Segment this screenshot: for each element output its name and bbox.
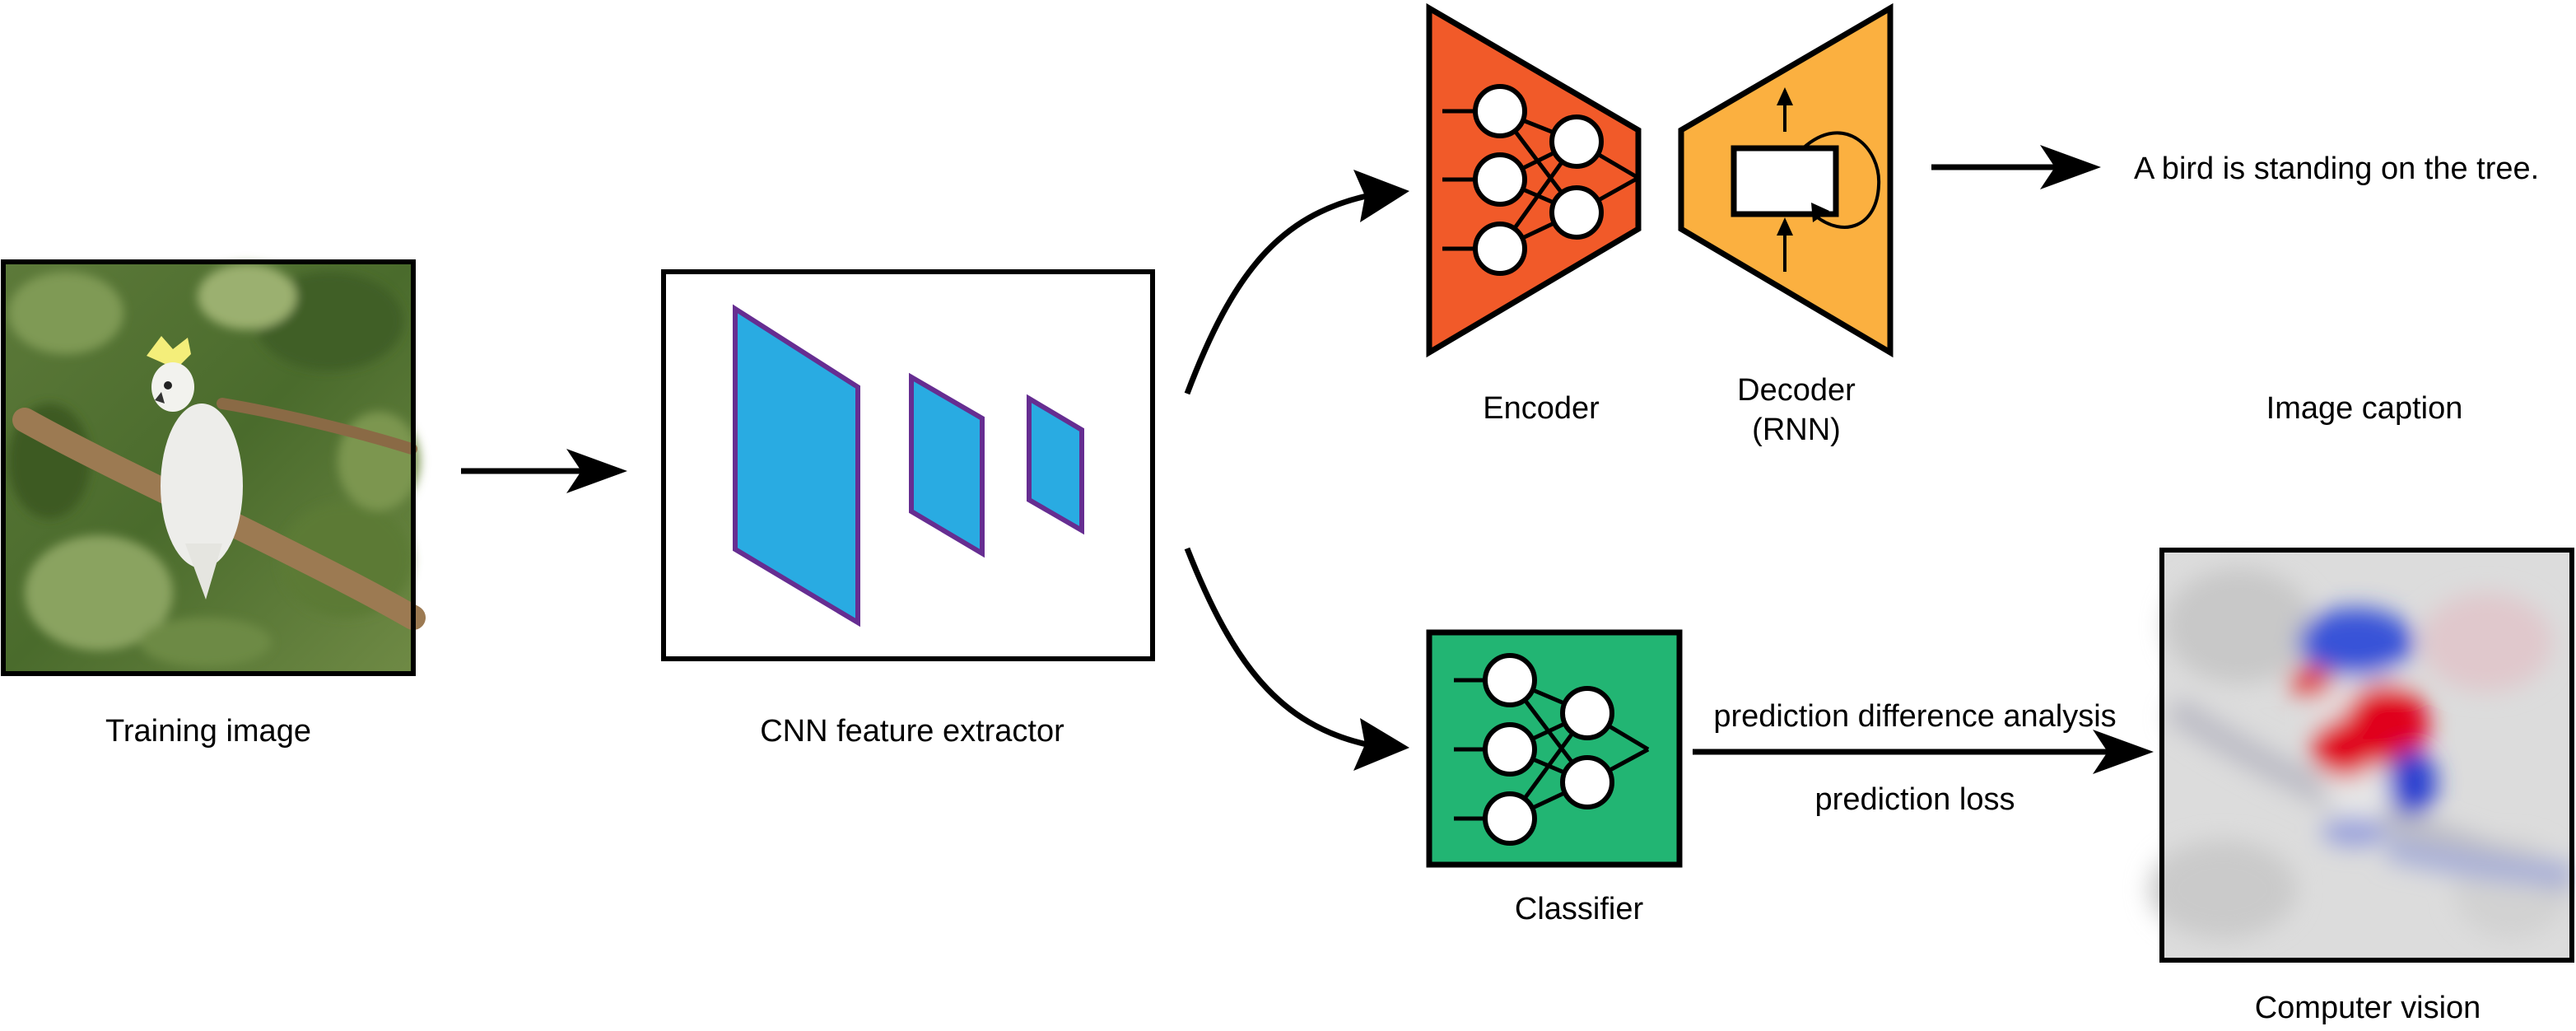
heatmap-image (2149, 548, 2576, 963)
image-caption-label: Image caption (2266, 391, 2463, 426)
arrow-image-to-cnn (461, 449, 627, 493)
computer-vision-label: Computer vision (2255, 991, 2481, 1025)
caption-text: A bird is standing on the tree. (2134, 152, 2539, 186)
encoder-node (1549, 114, 1604, 169)
arrow-top-label: prediction difference analysis (1713, 699, 2116, 734)
rnn-cell (1731, 145, 1839, 217)
classifier (1426, 629, 1683, 868)
classifier-node (1483, 722, 1537, 777)
branch (12, 408, 426, 630)
classifier-node (1560, 755, 1614, 809)
encoder-node (1473, 84, 1527, 138)
encoder-label: Encoder (1483, 391, 1600, 426)
arrow-classifier-to-vision (1693, 730, 2154, 774)
classifier-node (1560, 686, 1614, 740)
decoder-label: Decoder (1737, 373, 1856, 408)
arrow-cnn-to-classifier (1184, 547, 1409, 771)
encoder-node (1549, 185, 1604, 240)
decoder (1678, 2, 1894, 358)
feature-map-1 (733, 304, 860, 627)
decoder-sub-label: (RNN) (1752, 413, 1841, 447)
arrow-cnn-to-encoder (1184, 170, 1409, 395)
arrow-decoder-to-caption (1931, 145, 2101, 189)
feature-map-2 (909, 372, 985, 558)
classifier-label: Classifier (1515, 892, 1644, 926)
encoder-node (1473, 222, 1527, 276)
cockatoo (147, 336, 243, 599)
classifier-node (1483, 791, 1537, 846)
training-image (1, 259, 426, 676)
feature-map-3 (1027, 394, 1084, 535)
branch-upper (217, 398, 417, 455)
encoder-node (1473, 152, 1527, 207)
training-image-label: Training image (105, 714, 311, 749)
cnn-feature-extractor (661, 269, 1155, 661)
cnn-label: CNN feature extractor (760, 714, 1064, 749)
classifier-node (1483, 653, 1537, 707)
arrow-bottom-label: prediction loss (1815, 782, 2015, 817)
encoder (1426, 2, 1642, 358)
